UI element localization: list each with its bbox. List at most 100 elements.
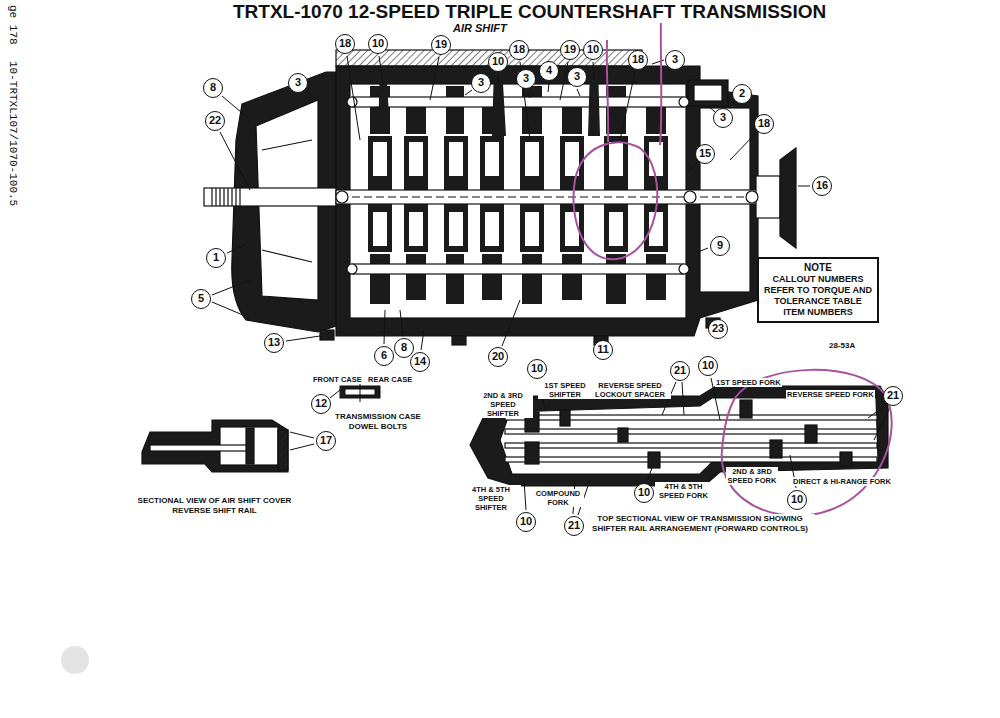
- leader-line: [652, 60, 664, 64]
- leader-line: [502, 300, 520, 346]
- callout-number: 17: [316, 431, 336, 451]
- callout-number: 21: [670, 361, 690, 381]
- callout-number: 10: [527, 359, 547, 379]
- leader-line: [560, 62, 568, 100]
- callout-text: 18: [336, 35, 354, 52]
- leader-line: [379, 56, 384, 90]
- callout-number: 10: [634, 483, 654, 503]
- callout-text: 3: [472, 74, 490, 91]
- callout-text: 13: [265, 334, 283, 351]
- shafts: [780, 148, 796, 248]
- shafts: [204, 188, 336, 206]
- shafts: [746, 191, 758, 203]
- callout-text: 10: [635, 484, 653, 501]
- shifter-rail-section: [770, 440, 782, 458]
- leader-line: [647, 468, 652, 481]
- gears: [370, 107, 666, 134]
- leader-line: [498, 74, 499, 84]
- shifter-rail-section: [525, 400, 852, 468]
- callout-text: 21: [671, 362, 689, 379]
- callout-text: 20: [489, 348, 507, 365]
- callout-number: 21: [883, 386, 903, 406]
- callout-text: 3: [666, 51, 684, 68]
- callout-number: 4: [539, 61, 559, 81]
- callout-text: 10: [528, 360, 546, 377]
- pen-annotation: [607, 40, 608, 142]
- callout-text: 3: [714, 109, 732, 126]
- callout-number: 18: [335, 34, 355, 54]
- leader-line: [548, 83, 549, 92]
- page-reference: 10-TRTXL107/1070-100.5: [6, 60, 19, 207]
- shifter-rail-section: [525, 442, 539, 464]
- leader-line: [577, 89, 580, 96]
- leader-line: [874, 407, 890, 440]
- callout-number: 19: [431, 35, 451, 55]
- callout-number: 6: [374, 346, 394, 366]
- part-label: 2ND & 3RD SPEED SHIFTER: [473, 391, 533, 418]
- dowel-bolt: [360, 382, 361, 402]
- shifter-rail-section: [470, 386, 888, 486]
- leader-line: [220, 132, 250, 190]
- shifter-rail-section: [805, 425, 817, 443]
- pen-annotation: [573, 8, 891, 516]
- shafts: [212, 188, 240, 206]
- shafts: [679, 264, 689, 274]
- main-case: [452, 336, 466, 345]
- part-label: FRONT CASE: [312, 375, 363, 384]
- callout-number: 22: [205, 111, 225, 131]
- callout-number: 13: [264, 333, 284, 353]
- callout-number: 9: [710, 236, 730, 256]
- callout-number: 10: [516, 512, 536, 532]
- callout-number: 18: [628, 50, 648, 70]
- callout-number: 10: [787, 490, 807, 510]
- leader-line: [682, 382, 684, 415]
- leader-line: [384, 310, 385, 344]
- leader-line: [286, 336, 320, 341]
- shafts: [347, 97, 357, 107]
- leader-line: [421, 330, 424, 350]
- callout-text: 12: [312, 395, 330, 412]
- callout-number: 12: [311, 394, 331, 414]
- pen-annotation: [660, 8, 661, 145]
- air-shift-cover-section: [142, 420, 288, 472]
- pen-annotation: [722, 370, 892, 516]
- paper-smudge: [61, 646, 89, 674]
- dowel-bolt: [340, 382, 380, 402]
- callout-text: 19: [561, 41, 579, 58]
- callout-text: 1: [207, 249, 225, 266]
- callout-text: 18: [629, 51, 647, 68]
- main-case: [688, 80, 728, 106]
- shifter-rail-section: [560, 410, 570, 426]
- callout-text: 22: [206, 112, 224, 129]
- shafts: [336, 190, 766, 204]
- leader-line: [868, 405, 886, 418]
- leader-line: [227, 245, 245, 253]
- part-label: 1ST SPEED SHIFTER: [538, 381, 592, 399]
- leader-line: [593, 62, 594, 80]
- leader-line: [524, 480, 526, 510]
- callout-text: 14: [411, 353, 429, 370]
- callout-text: 2: [733, 85, 751, 102]
- leader-line: [290, 432, 314, 438]
- callout-text: 16: [813, 177, 831, 194]
- pen-annotation: [573, 143, 657, 260]
- shift-forks: [378, 66, 390, 132]
- callout-number: 15: [695, 144, 715, 164]
- callout-number: 3: [471, 73, 491, 93]
- part-label: COMPOUND FORK: [532, 489, 584, 507]
- main-case: [694, 85, 722, 101]
- shafts: [352, 264, 684, 274]
- callout-number: 2: [732, 84, 752, 104]
- callout-number: 8: [203, 78, 223, 98]
- callout-text: 19: [432, 36, 450, 53]
- callout-number: 11: [593, 340, 613, 360]
- shafts: [679, 97, 689, 107]
- leader-line: [527, 91, 530, 98]
- callout-text: 21: [565, 517, 583, 534]
- callout-text: 10: [369, 35, 387, 52]
- main-case: [320, 330, 334, 340]
- leader-line: [698, 248, 708, 252]
- callout-number: 19: [560, 40, 580, 60]
- note-box: NOTECALLOUT NUMBERS REFER TO TORQUE AND …: [757, 257, 879, 323]
- air-shift-cover-section: [246, 428, 254, 464]
